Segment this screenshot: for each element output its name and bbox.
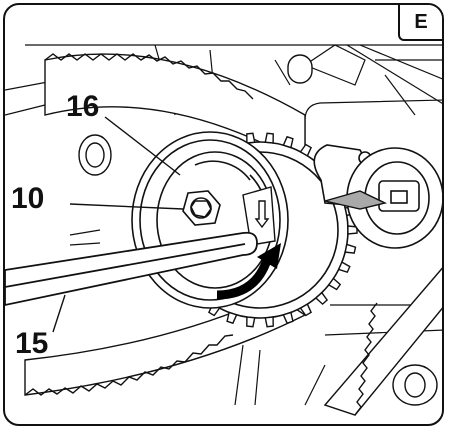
sprocket-tooth	[264, 132, 274, 144]
sprocket-tooth	[226, 311, 238, 325]
sprocket-tooth	[337, 261, 351, 274]
tensioner-bolt	[182, 190, 221, 226]
diagram-frame: 16 10 15 E	[3, 3, 444, 426]
hex-key-tool	[5, 231, 258, 306]
sprocket-tooth	[344, 243, 357, 254]
sprocket-tooth	[299, 303, 312, 317]
index-marker-window	[242, 186, 276, 246]
sprocket-tooth	[299, 143, 312, 157]
panel-letter-tag: E	[398, 5, 442, 41]
rotation-direction-arrow	[216, 243, 281, 300]
sprocket-tooth	[264, 316, 274, 328]
leader-15	[52, 294, 66, 333]
timing-belt-right	[323, 267, 442, 416]
dowel-pin-left	[78, 134, 112, 176]
callout-10: 10	[11, 182, 45, 215]
timing-pointer	[324, 190, 388, 210]
timing-belt-tensioner-illustration	[5, 44, 442, 416]
sprocket-tooth	[246, 316, 256, 328]
sprocket-tooth	[314, 291, 329, 306]
leader-16	[104, 116, 181, 176]
sprocket-tooth	[347, 225, 358, 235]
top-slot	[287, 54, 313, 84]
leader-10	[69, 203, 184, 210]
sprocket-tooth	[282, 135, 294, 149]
sprocket-tooth	[246, 132, 256, 144]
lower-right-fitting	[392, 364, 438, 406]
sprocket-tooth	[327, 277, 342, 291]
sprocket-tooth	[282, 311, 294, 325]
panel-letter: E	[414, 10, 428, 33]
callout-15: 15	[15, 327, 49, 360]
callout-16: 16	[66, 90, 100, 123]
leader-lines	[52, 116, 184, 333]
